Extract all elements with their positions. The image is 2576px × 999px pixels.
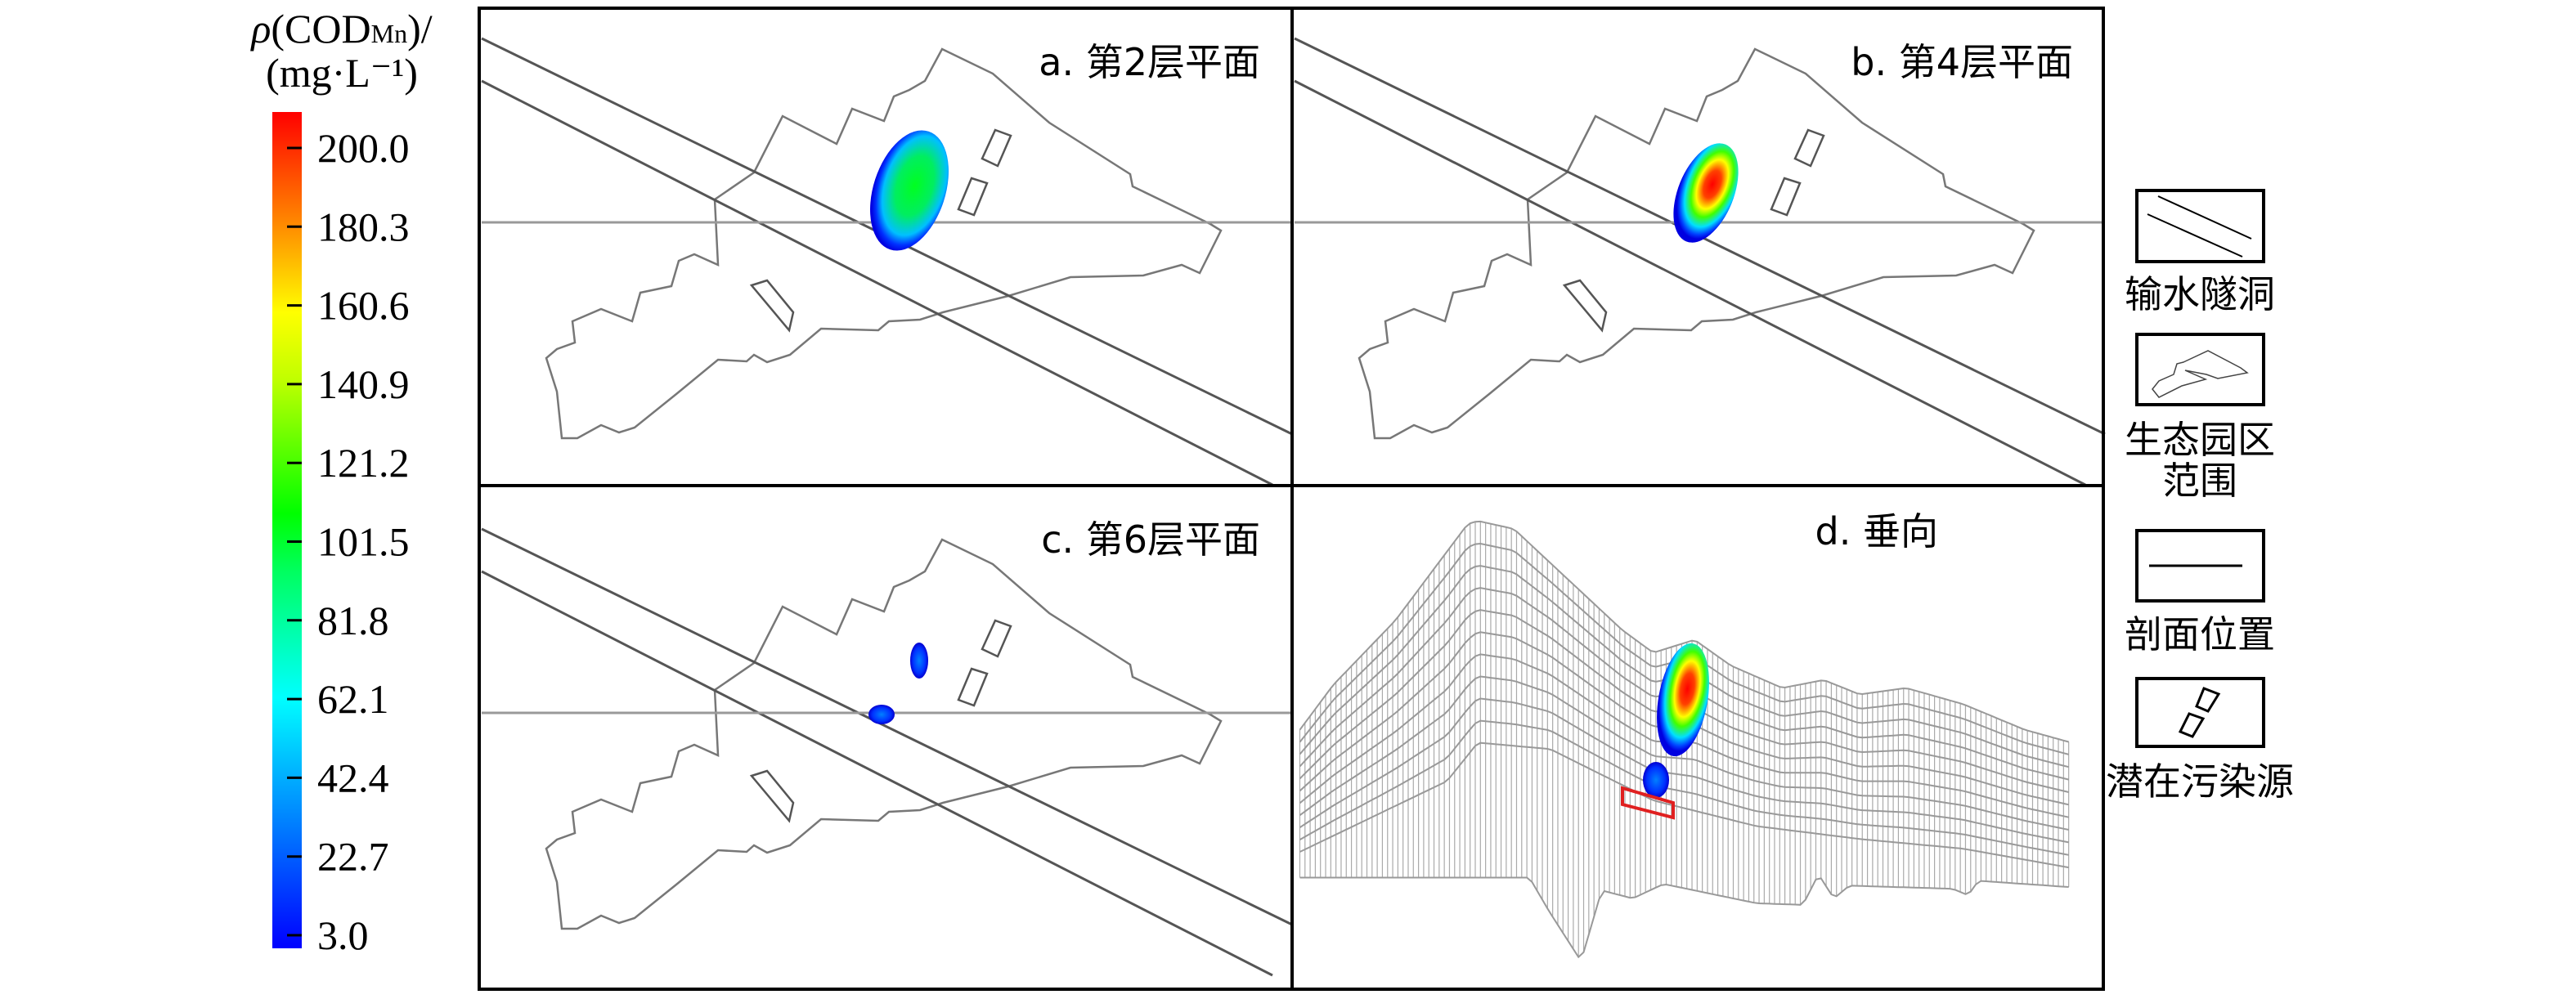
colorbar-tick-label: 81.8: [317, 598, 389, 643]
mesh-bottom-line: [1299, 876, 2069, 959]
legend-label-tunnel: 输水隧洞: [2125, 272, 2275, 316]
panel-label-b: b. 第4层平面: [1851, 40, 2073, 84]
plume-d-tail: [1643, 762, 1669, 798]
panel-d: d. 垂向: [1299, 509, 2070, 959]
colorbar-tick-label: 101.5: [317, 519, 410, 565]
colorbar-tick-label: 3.0: [317, 912, 369, 958]
colorbar-unit: (mg·L⁻¹): [266, 50, 418, 96]
legend-label-section: 剖面位置: [2125, 612, 2275, 656]
tunnel-icon: [2147, 195, 2252, 258]
colorbar-tick-label: 22.7: [317, 834, 389, 880]
panel-c: c. 第6层平面: [480, 517, 1294, 977]
colorbar-title: ρ(CODMn)/: [249, 6, 432, 52]
plume-b: [1673, 143, 1739, 243]
colorbar-tick-label: 180.3: [317, 204, 410, 249]
legend-label-park: 生态园区: [2125, 418, 2275, 462]
park-boundary-icon: [2152, 350, 2249, 398]
colorbar-tick-label: 62.1: [317, 676, 389, 722]
vertical-section-mesh: [1299, 520, 2070, 959]
colorbar-ticks: 200.0 180.3 160.6 140.9 121.2 101.5 81.8 62.1 42…: [287, 125, 410, 958]
plume-a: [870, 130, 949, 251]
pollution-source-marker: [1621, 786, 1675, 820]
mesh-layer-line: [1299, 675, 2069, 831]
panel-b: b. 第4层平面: [1293, 37, 2107, 486]
colorbar-tick-label: 200.0: [317, 125, 410, 171]
panel-a: a. 第2层平面: [480, 37, 1294, 486]
plume-c-lower: [868, 705, 895, 724]
colorbar-tick-label: 121.2: [317, 440, 410, 486]
mesh-layer-line: [1299, 520, 2069, 743]
legend-box-source: [2135, 677, 2265, 748]
pollution-source-icon: [2178, 687, 2221, 738]
legend-label-source: 潜在污染源: [2106, 759, 2294, 804]
mesh-layer-line: [1299, 697, 2069, 844]
panel-label-a: a. 第2层平面: [1039, 40, 1260, 84]
legend-box-tunnel: [2135, 189, 2265, 263]
legend: 输水隧洞 生态园区 范围 剖面位置 潜在污染源: [2106, 189, 2294, 804]
mesh-layer-line: [1299, 719, 2069, 856]
mesh-layer-line: [1299, 741, 2069, 869]
plume-c-upper: [910, 643, 928, 679]
panel-label-c: c. 第6层平面: [1041, 517, 1260, 562]
colorbar-tick-label: 42.4: [317, 755, 389, 800]
colorbar-tick-label: 140.9: [317, 361, 410, 407]
colorbar-tick-label: 160.6: [317, 283, 410, 329]
colorbar-gradient: [272, 112, 302, 948]
legend-label-park-line2: 范围: [2162, 459, 2237, 503]
panel-label-d: d. 垂向: [1815, 509, 1938, 553]
colorbar: ρ(CODMn)/ (mg·L⁻¹) 200.0 180.3 160.6 140.9 1…: [249, 6, 432, 958]
plume-d: [1657, 643, 1709, 757]
